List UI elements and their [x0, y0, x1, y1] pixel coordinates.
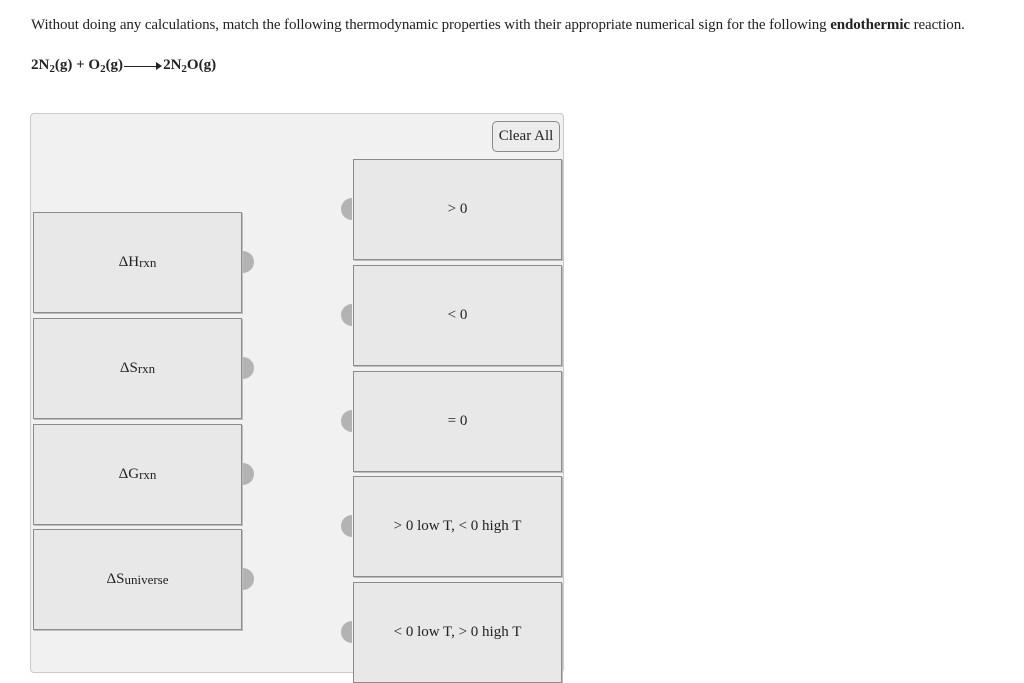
sign-card-less-than-zero[interactable]: < 0 [353, 265, 562, 366]
sign-label: < 0 [447, 307, 468, 323]
sign-card-negative-low-t[interactable]: < 0 low T, > 0 high T [353, 582, 562, 683]
connector-handle-right[interactable] [243, 357, 254, 379]
question-prompt: Without doing any calculations, match th… [31, 17, 965, 34]
connector-handle-right[interactable] [243, 463, 254, 485]
connector-handle-right[interactable] [243, 251, 254, 273]
connector-handle-left[interactable] [341, 621, 352, 643]
sign-label: > 0 low T, < 0 high T [393, 518, 522, 534]
eq-part: O(g) [186, 57, 217, 73]
prompt-text-end: reaction. [909, 17, 965, 33]
eq-part: (g) [105, 57, 124, 73]
property-symbol: ΔS [106, 571, 125, 587]
eq-sub: 2 [100, 63, 106, 75]
sign-label: > 0 [447, 201, 468, 217]
eq-part: (g) + O [54, 57, 101, 73]
eq-sub: 2 [49, 63, 55, 75]
eq-sub: 2 [181, 63, 187, 75]
sign-card-positive-low-t[interactable]: > 0 low T, < 0 high T [353, 476, 562, 577]
clear-all-button[interactable]: Clear All [492, 121, 560, 152]
connector-handle-left[interactable] [341, 410, 352, 432]
sign-card-greater-than-zero[interactable]: > 0 [353, 159, 562, 260]
connector-handle-right[interactable] [243, 568, 254, 590]
connector-handle-left[interactable] [341, 304, 352, 326]
sign-card-equal-zero[interactable]: = 0 [353, 371, 562, 472]
sign-label: < 0 low T, > 0 high T [393, 624, 522, 640]
property-symbol: ΔG [118, 466, 140, 482]
prompt-bold-text: endothermic [830, 17, 910, 33]
reaction-equation: 2N2(g) + O2(g)2N2O(g) [31, 57, 217, 75]
property-symbol: ΔS [119, 360, 138, 376]
reaction-arrow-icon [124, 61, 163, 71]
connector-handle-left[interactable] [341, 515, 352, 537]
property-symbol: ΔH [118, 254, 140, 270]
eq-part: 2N [163, 57, 182, 73]
eq-part: 2N [31, 57, 50, 73]
prompt-text: Without doing any calculations, match th… [31, 17, 831, 33]
sign-label: = 0 [447, 413, 468, 429]
connector-handle-left[interactable] [341, 198, 352, 220]
